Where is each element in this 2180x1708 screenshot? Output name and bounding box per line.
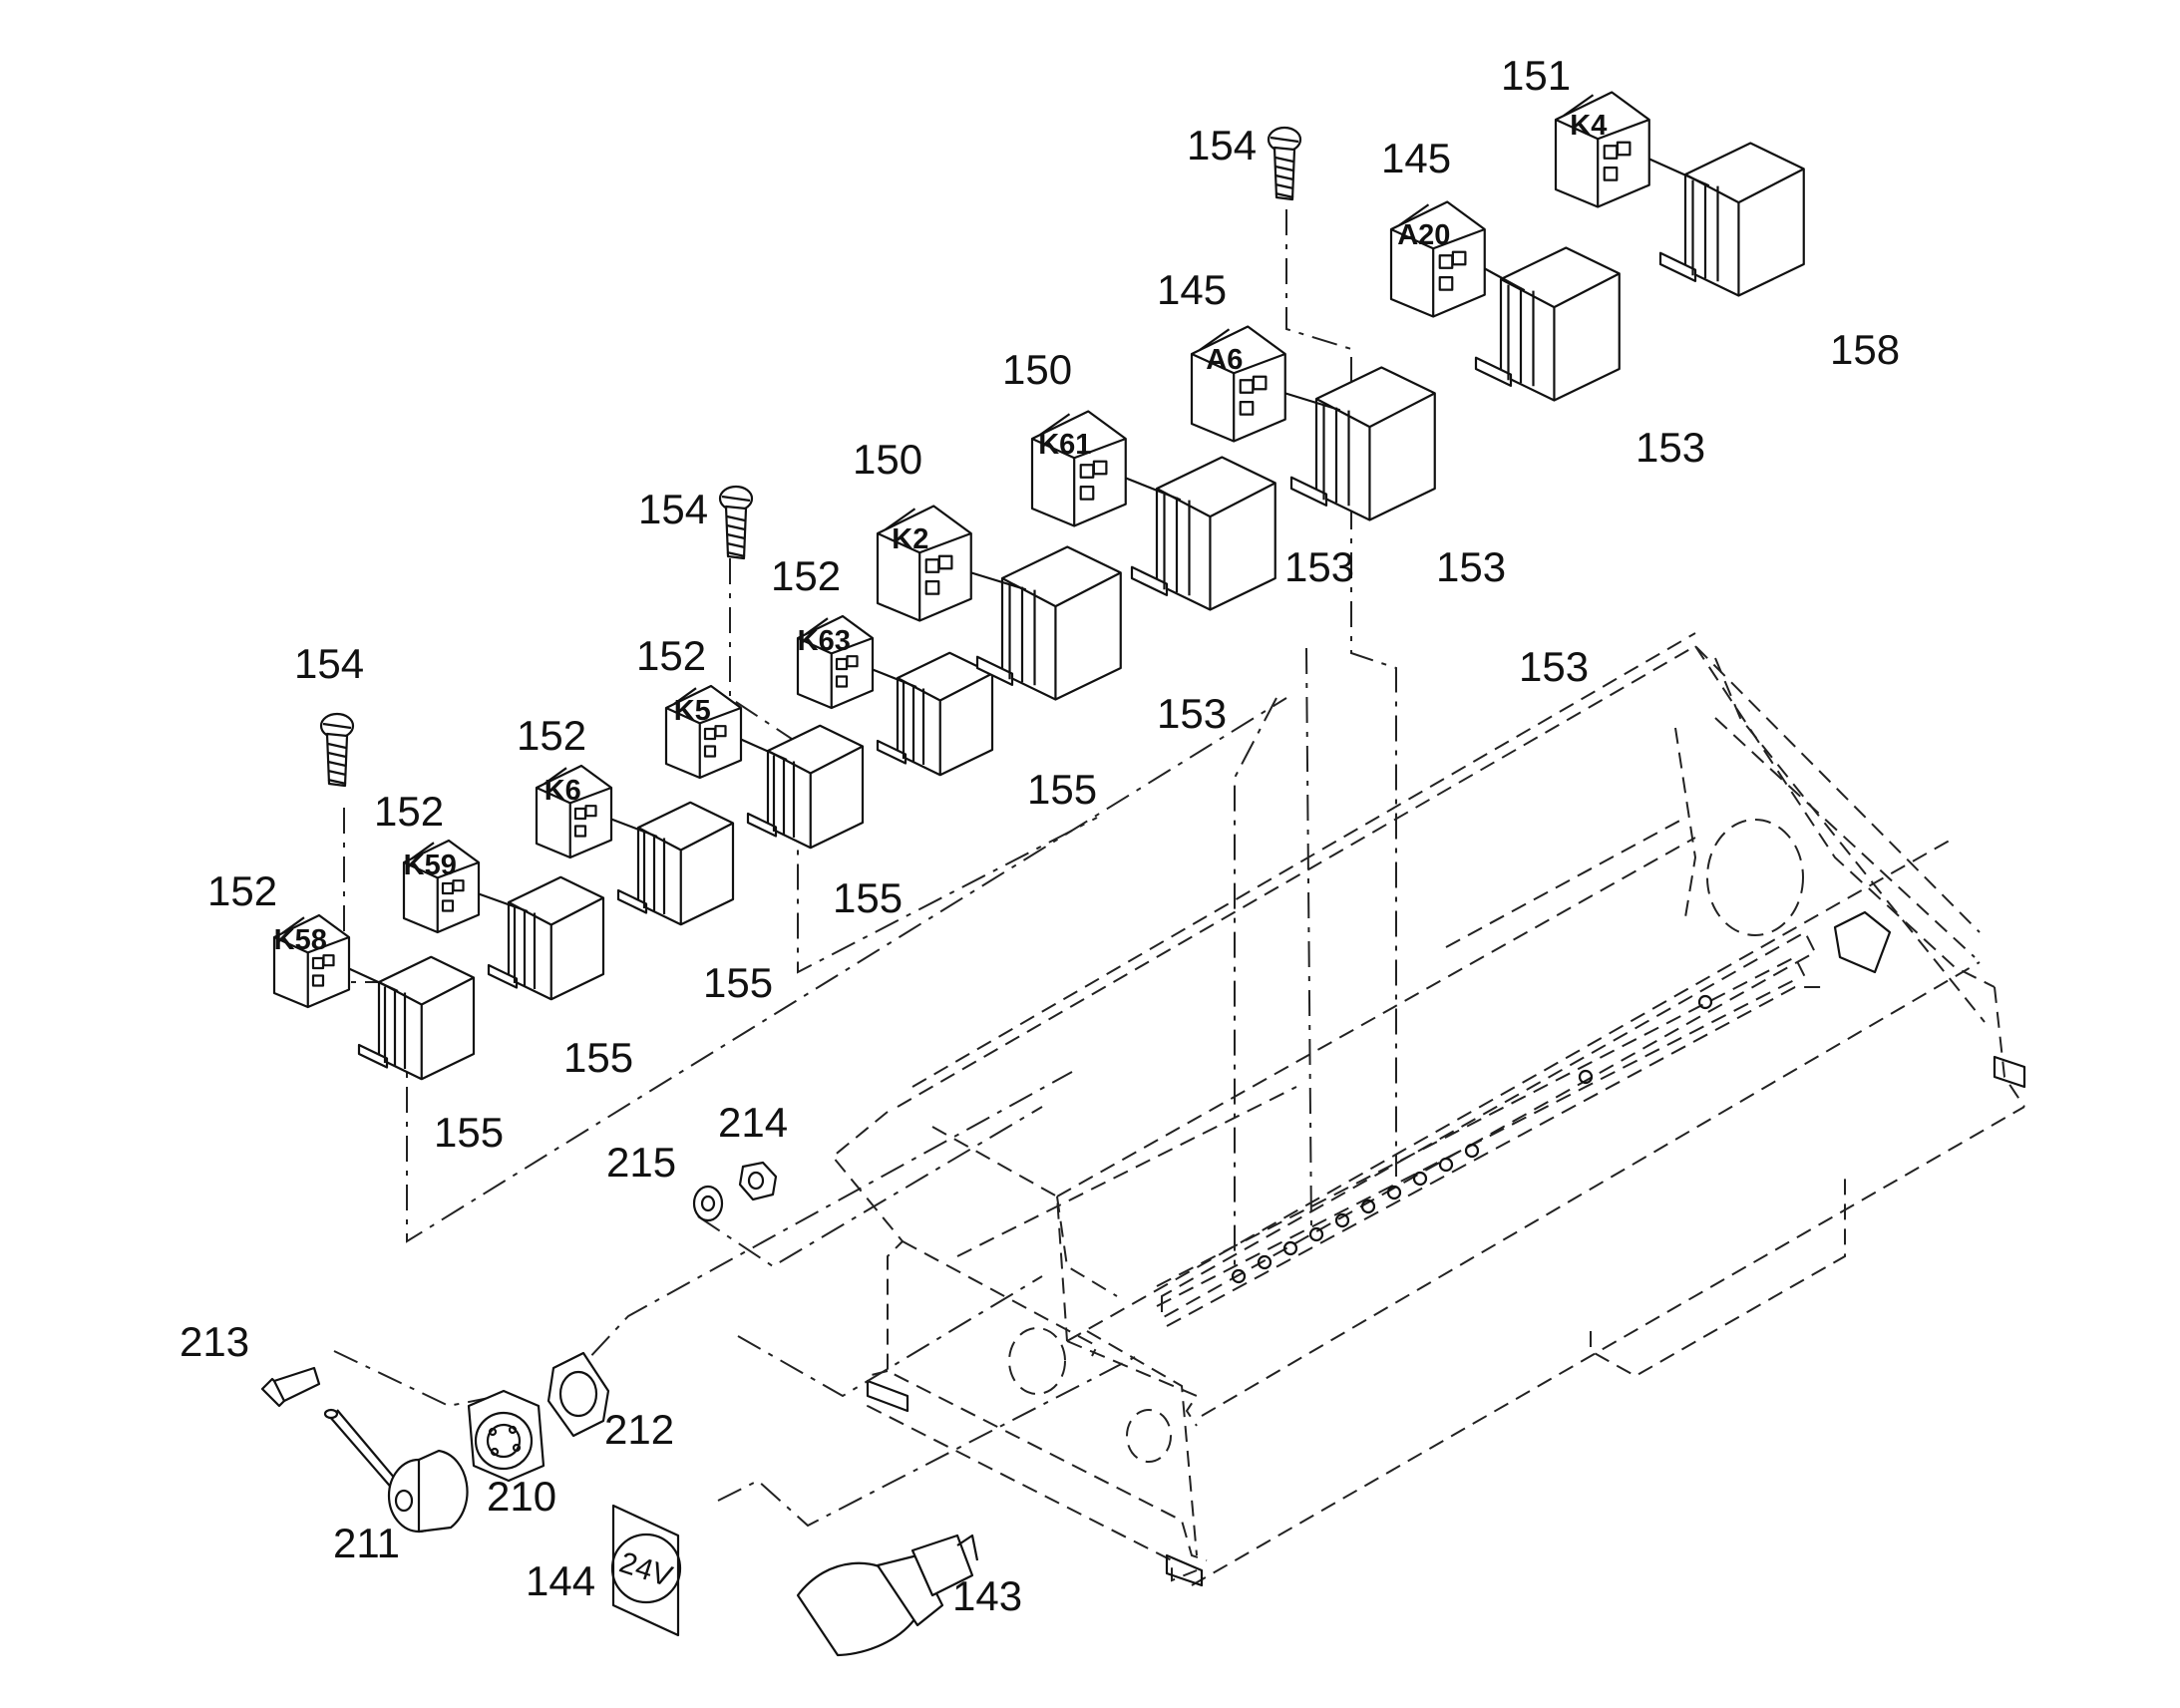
connector <box>467 1389 545 1483</box>
relay-socket <box>487 875 605 1001</box>
screw-callout: 154 <box>638 486 708 532</box>
relay-socket <box>975 545 1122 701</box>
relay-socket <box>1658 142 1805 297</box>
relay-callout: 151 <box>1501 52 1571 99</box>
relay: K4 <box>1554 91 1710 208</box>
relay-tag: A20 <box>1397 219 1450 251</box>
relay-tag: K4 <box>1570 110 1607 142</box>
callout-143: 143 <box>952 1572 1022 1619</box>
relay-socket <box>746 724 865 850</box>
relay-callout: 152 <box>517 712 586 759</box>
side-cutout <box>1008 1327 1066 1395</box>
relay-socket <box>616 801 735 926</box>
callout-214: 214 <box>718 1099 788 1146</box>
relay: K63 <box>796 614 917 710</box>
nut <box>738 1161 778 1201</box>
enclosure-housing <box>831 632 2026 1587</box>
screw <box>718 485 754 560</box>
socket-callout: 155 <box>703 959 773 1006</box>
bracket <box>1833 910 1892 974</box>
socket-callout: 153 <box>1635 424 1705 471</box>
socket-callout: 158 <box>1830 326 1900 373</box>
relay-tag: K5 <box>674 695 711 727</box>
relay-tag: K2 <box>892 523 928 555</box>
socket-callout: 153 <box>1157 690 1227 737</box>
socket-callout: 153 <box>1284 543 1354 590</box>
relay-socket <box>357 955 476 1081</box>
relay-tag: K61 <box>1038 429 1091 461</box>
gasket <box>546 1351 610 1438</box>
washer <box>692 1185 724 1222</box>
relay-tag: A6 <box>1206 344 1243 376</box>
callout-212: 212 <box>604 1406 674 1453</box>
relay: K58 <box>272 913 399 1009</box>
relay-callout: 145 <box>1381 135 1451 181</box>
relay-socket <box>1289 366 1436 521</box>
callout-144: 144 <box>526 1557 595 1604</box>
relay-socket <box>1474 246 1621 402</box>
relay-socket <box>876 651 994 777</box>
socket-outlet <box>796 1534 979 1657</box>
protective-cap <box>323 1408 469 1534</box>
relay: K61 <box>1030 410 1182 527</box>
relay: K6 <box>535 764 658 859</box>
screw-layer: 154 154 154 <box>294 122 1302 788</box>
callout-153-hidden: 153 <box>1519 643 1589 690</box>
screw-callout: 154 <box>1187 122 1257 169</box>
relay-socket <box>1130 456 1276 611</box>
socket-callout: 155 <box>434 1109 504 1156</box>
front-cutout <box>1126 1409 1172 1463</box>
relay-callout: 152 <box>636 632 706 679</box>
relay-callout: 152 <box>771 552 841 599</box>
socket-callout: 155 <box>563 1034 633 1081</box>
screw <box>319 712 355 788</box>
small-screw <box>260 1366 321 1408</box>
relay-tag: K58 <box>274 924 327 956</box>
relay: K5 <box>664 684 788 780</box>
relay-layer: K58152155K59152155K6152155K5152155K63152… <box>207 52 1900 1156</box>
relay-callout: 150 <box>853 436 922 483</box>
socket-callout: 155 <box>833 874 903 921</box>
rear-cutout <box>1706 819 1804 936</box>
callout-labels: 153 214 215 213 210 211 212 144 143 <box>180 643 1589 1619</box>
callout-213: 213 <box>180 1318 249 1365</box>
relay-tag: K6 <box>545 775 581 807</box>
relay-callout: 152 <box>374 788 444 835</box>
callout-211: 211 <box>333 1520 400 1566</box>
voltage-plate: 24V <box>610 1504 682 1637</box>
relay: K59 <box>402 839 529 934</box>
relay: K2 <box>876 505 1027 622</box>
socket-callout: 155 <box>1027 766 1097 813</box>
socket-callout: 153 <box>1436 543 1506 590</box>
mounting-holes <box>1231 994 1713 1284</box>
screw-callout: 154 <box>294 640 364 687</box>
relay-callout: 152 <box>207 867 277 914</box>
callout-215: 215 <box>606 1139 676 1186</box>
callout-210: 210 <box>487 1473 556 1520</box>
relay-callout: 150 <box>1002 346 1072 393</box>
relay-tag: K59 <box>404 850 457 881</box>
relay: A6 <box>1190 325 1341 443</box>
relay: A20 <box>1389 200 1526 318</box>
relay-tag: K63 <box>798 625 851 657</box>
relay-callout: 145 <box>1157 266 1227 313</box>
screw <box>1267 126 1302 201</box>
